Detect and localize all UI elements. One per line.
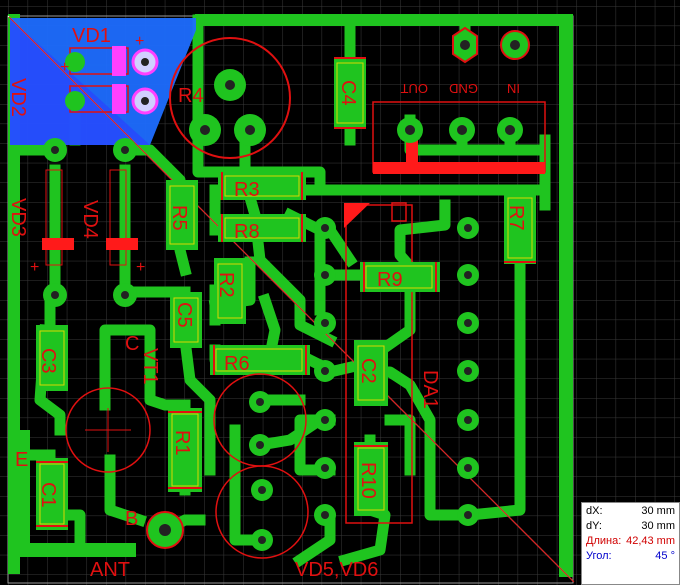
r4-trimmer[interactable]: [169, 37, 291, 159]
label-vd2: VD2: [7, 78, 29, 117]
r5-resistor[interactable]: [166, 180, 198, 250]
label-ant: ANT: [90, 559, 130, 581]
c1-capacitor[interactable]: [36, 458, 68, 530]
regulator-ic[interactable]: [372, 101, 546, 174]
r10-resistor[interactable]: [354, 442, 388, 516]
polarity-plus-3: +: [30, 259, 39, 276]
label-vd5-vd6: VD5,VD6: [295, 559, 378, 581]
polarity-plus-2: +: [135, 33, 144, 50]
c2-capacitor[interactable]: [354, 340, 388, 406]
r2-resistor[interactable]: [214, 258, 246, 324]
pin-label-gnd: GND: [449, 81, 478, 96]
angle-label: Угол:: [586, 550, 612, 562]
dx-label: dX:: [586, 505, 603, 517]
label-c2: C2: [357, 358, 379, 384]
label-vd4: VD4: [79, 200, 101, 239]
label-r5: R5: [168, 205, 190, 231]
pin-label-in: IN: [507, 81, 520, 96]
label-r7: R7: [505, 205, 527, 231]
vd5-vd6-leds[interactable]: [213, 373, 309, 559]
vd3-vd4-diodes[interactable]: [42, 138, 138, 307]
r3-resistor[interactable]: [218, 172, 306, 200]
dy-label: dY:: [586, 520, 602, 532]
label-r4: R4: [178, 85, 204, 107]
dy-value: 30 mm: [641, 520, 675, 532]
power-connector[interactable]: [452, 26, 530, 64]
label-r2: R2: [215, 272, 237, 298]
vt1-transistor[interactable]: [65, 387, 151, 473]
label-c4: C4: [337, 80, 359, 106]
c3-capacitor[interactable]: [36, 325, 68, 391]
label-vt1: VT1: [139, 348, 161, 385]
vd1-diode[interactable]: [65, 46, 159, 115]
polarity-plus-4: +: [136, 259, 145, 276]
length-value: 42,43 mm: [626, 535, 675, 547]
r9-resistor[interactable]: [360, 262, 440, 292]
angle-value: 45 °: [655, 550, 675, 562]
r7-resistor[interactable]: [504, 192, 536, 264]
c5-capacitor[interactable]: [170, 292, 202, 348]
label-r9: R9: [377, 269, 403, 291]
label-c1: C1: [37, 482, 59, 508]
ant-pad[interactable]: [146, 511, 184, 549]
label-da1: DA1: [419, 370, 441, 409]
label-vd3: VD3: [7, 198, 29, 237]
label-b: B: [125, 508, 138, 530]
label-c5: C5: [173, 302, 195, 328]
label-r10: R10: [357, 462, 379, 499]
c4-capacitor[interactable]: [334, 57, 366, 129]
polarity-plus-1: +: [60, 59, 69, 76]
dx-value: 30 mm: [641, 505, 675, 517]
label-r6: R6: [224, 353, 250, 375]
label-e: E: [15, 449, 28, 471]
pin-label-out: OUT: [401, 81, 429, 96]
r8-resistor[interactable]: [218, 214, 306, 242]
r6-resistor[interactable]: [210, 345, 310, 375]
label-r3: R3: [234, 179, 260, 201]
label-c: C: [125, 333, 139, 355]
label-c3: C3: [37, 348, 59, 374]
label-r8: R8: [234, 221, 260, 243]
length-label: Длина:: [586, 535, 622, 547]
label-r1: R1: [171, 430, 193, 456]
da1-chip[interactable]: [314, 202, 479, 526]
label-vd1: VD1: [72, 25, 111, 47]
r1-resistor[interactable]: [168, 408, 202, 492]
measure-info-panel: dX: 30 mm dY: 30 mm Длина: 42,43 mm Угол: 45…: [581, 502, 680, 585]
